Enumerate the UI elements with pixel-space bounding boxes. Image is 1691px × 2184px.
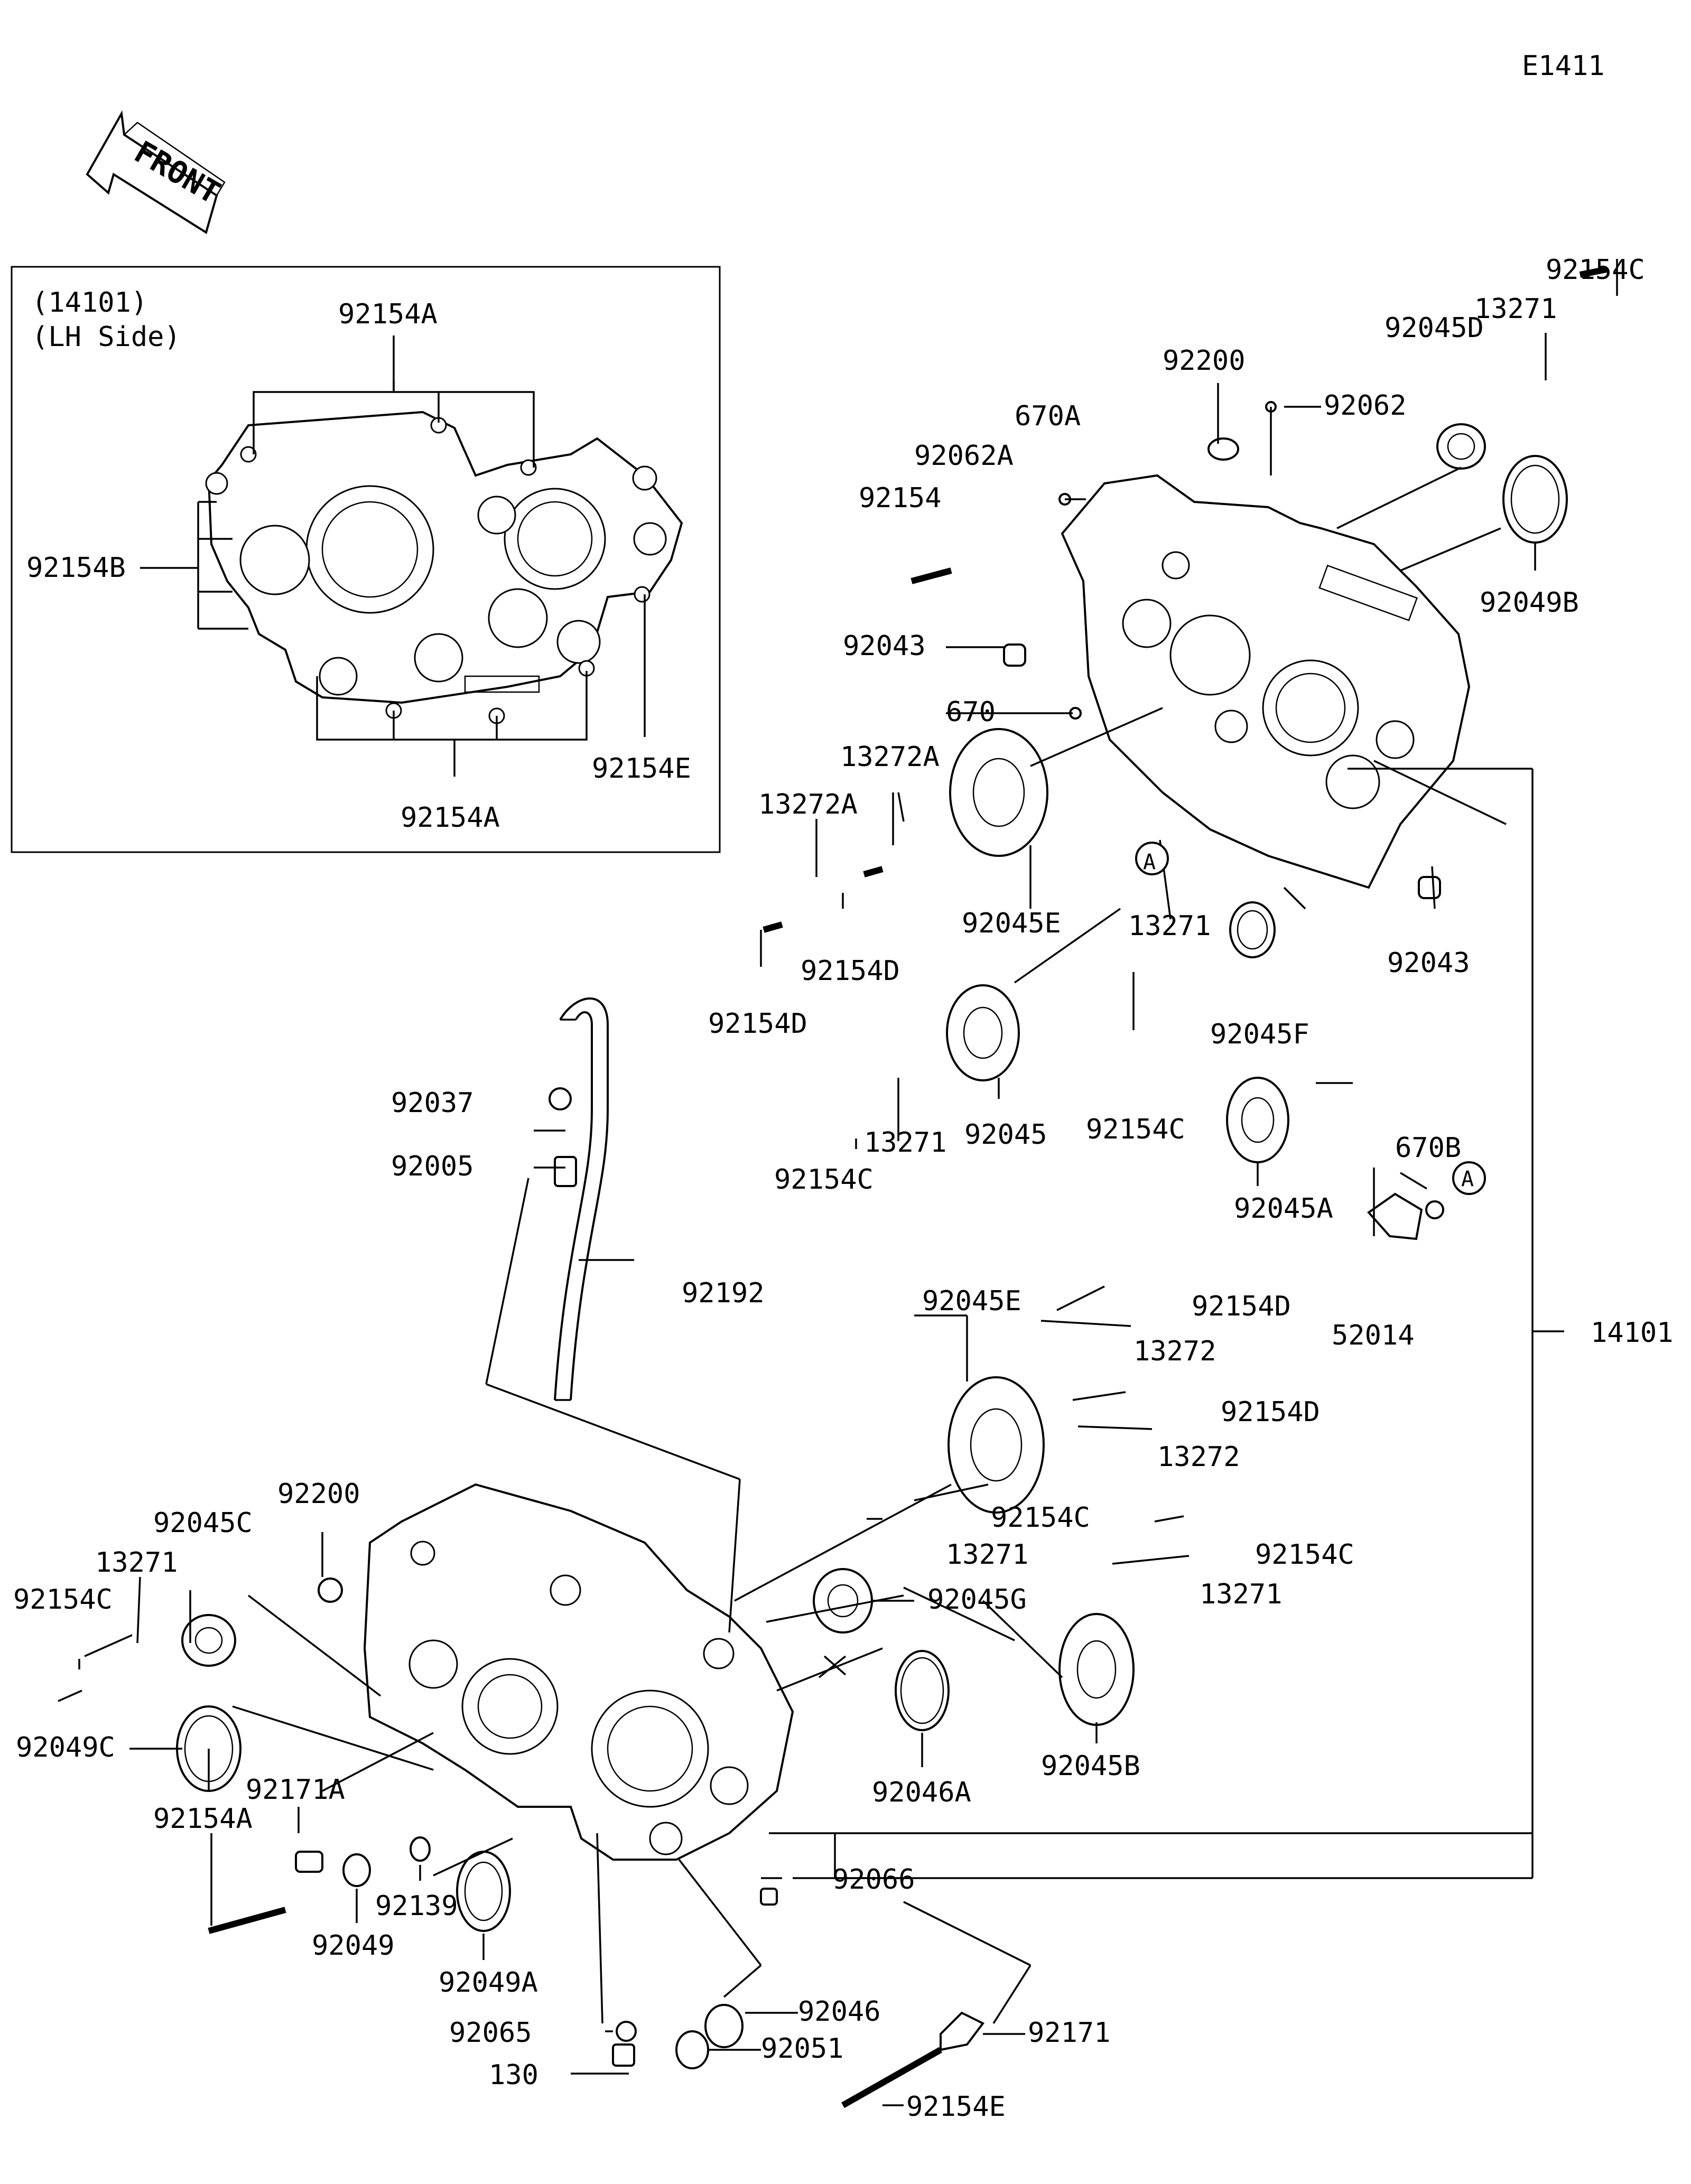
- diagram-code: E1411: [1522, 50, 1605, 82]
- callout-92045e-bottom: 92045E: [922, 1285, 1021, 1317]
- callout-92051: 92051: [761, 2033, 844, 2065]
- callout-92045d: 92045D: [1385, 312, 1484, 344]
- callout-14101: 14101: [1591, 1317, 1674, 1349]
- callout-labels: 92154C 13271 92045D 92200 92062 670A 920…: [13, 254, 1674, 2123]
- callout-92200-bottom: 92200: [277, 1478, 360, 1510]
- callout-13272a-left: 13272A: [758, 789, 858, 820]
- callout-13271-center: 13271: [946, 1539, 1029, 1571]
- callout-92046: 92046: [798, 1996, 881, 2028]
- oil-hose-92192: [554, 997, 609, 1401]
- callout-92154d-left: 92154D: [708, 1008, 807, 1040]
- callout-92154e: 92154E: [906, 2091, 1006, 2123]
- callout-92045g: 92045G: [927, 1584, 1027, 1616]
- callout-92154c-right: 92154C: [1255, 1539, 1354, 1571]
- callout-92049: 92049: [312, 1930, 395, 1962]
- callout-92154d-lower: 92154D: [1221, 1396, 1320, 1428]
- callout-92154c-bottom-left: 92154C: [13, 1584, 113, 1616]
- inset-label-92154a-top: 92154A: [338, 298, 438, 330]
- callout-92045a: 92045A: [1234, 1193, 1333, 1225]
- callout-13272a-right: 13272A: [840, 741, 940, 773]
- callout-92154d-center: 92154D: [801, 955, 900, 987]
- callout-92171a: 92171A: [246, 1774, 345, 1806]
- callout-92062: 92062: [1324, 390, 1407, 422]
- inset-title-side: (LH Side): [32, 321, 181, 353]
- callout-13271-mid: 13271: [1128, 910, 1211, 942]
- callout-92154d-upper: 92154D: [1192, 1291, 1291, 1322]
- callout-92065: 92065: [449, 2017, 532, 2049]
- inset-label-92154e: 92154E: [592, 753, 691, 785]
- callout-13271-bottom-left: 13271: [95, 1547, 178, 1579]
- leader-lines: [58, 259, 1618, 2106]
- callout-92043-top: 92043: [843, 630, 926, 662]
- callout-52014: 52014: [1332, 1320, 1415, 1351]
- callout-13271-left: 13271: [864, 1127, 947, 1159]
- callout-92049a: 92049A: [439, 1967, 538, 1999]
- callout-92154c-left: 92154C: [774, 1164, 874, 1196]
- callout-92045: 92045: [964, 1119, 1047, 1151]
- callout-670a: 670A: [1015, 400, 1081, 432]
- inset-title-code: (14101): [32, 287, 147, 319]
- callout-92045c: 92045C: [153, 1507, 253, 1539]
- callout-marker-a-left: A: [1143, 850, 1156, 874]
- callout-92045b: 92045B: [1041, 1750, 1140, 1782]
- callout-92154c-center: 92154C: [991, 1502, 1090, 1534]
- inset-label-92154b: 92154B: [26, 552, 126, 584]
- callout-670b: 670B: [1395, 1132, 1461, 1164]
- callout-92049c: 92049C: [16, 1732, 115, 1763]
- callout-92154c: 92154C: [1546, 254, 1645, 286]
- callout-92171: 92171: [1028, 2017, 1111, 2049]
- callout-92005: 92005: [391, 1151, 474, 1182]
- callout-13271-right: 13271: [1200, 1579, 1283, 1610]
- callout-92049b: 92049B: [1480, 587, 1579, 619]
- parts: [176, 266, 1608, 2108]
- front-arrow-icon: FRONT: [86, 110, 226, 235]
- callout-92154a: 92154A: [153, 1803, 253, 1835]
- callout-92200: 92200: [1163, 345, 1246, 377]
- callout-marker-a-right: A: [1461, 1167, 1474, 1191]
- callout-92066: 92066: [832, 1864, 915, 1896]
- callout-13272-upper: 13272: [1133, 1336, 1216, 1367]
- callout-130: 130: [489, 2059, 538, 2091]
- callout-92037: 92037: [391, 1087, 474, 1119]
- inset-label-92154a-bottom: 92154A: [401, 802, 500, 834]
- callout-92154: 92154: [859, 482, 942, 514]
- callout-92045f: 92045F: [1210, 1019, 1309, 1050]
- callout-92043-right: 92043: [1387, 947, 1470, 979]
- callout-92154c-mid: 92154C: [1086, 1114, 1185, 1145]
- callout-92062a: 92062A: [914, 440, 1014, 472]
- callout-92046a: 92046A: [872, 1777, 971, 1808]
- callout-13271: 13271: [1474, 293, 1557, 325]
- callout-92192: 92192: [682, 1277, 765, 1309]
- reference-markers: [1135, 842, 1486, 1195]
- left-crankcase: [363, 1483, 794, 1861]
- right-crankcase: [1061, 474, 1471, 889]
- callout-13272-lower: 13272: [1157, 1441, 1240, 1473]
- lh-side-inset: (14101) (LH Side) 92154A: [11, 266, 721, 853]
- callout-92045e-top: 92045E: [962, 908, 1061, 939]
- callout-92139: 92139: [375, 1890, 458, 1922]
- callout-670: 670: [946, 696, 996, 728]
